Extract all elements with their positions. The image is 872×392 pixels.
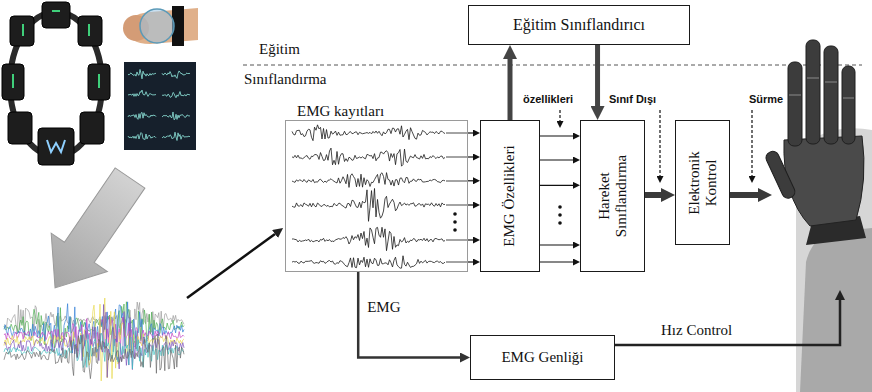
speed-control-line xyxy=(615,300,840,345)
signal-label: Sürme xyxy=(748,93,784,106)
connector-arrow xyxy=(508,59,513,120)
node-text: Hareket Sınıflandırma xyxy=(595,146,630,246)
panel-trace xyxy=(128,69,156,78)
emg-record-traces xyxy=(292,125,468,268)
channel-arrows xyxy=(468,133,473,262)
connector-arrow xyxy=(540,185,573,186)
feature-box: EMG Özellikleri xyxy=(480,120,540,272)
emg-trace xyxy=(292,125,468,141)
emg-trace xyxy=(292,173,468,188)
signal-label: özellikleri xyxy=(522,93,574,106)
phase-label: Eğitim xyxy=(258,41,301,58)
connector-arrow xyxy=(645,192,661,198)
panel-trace xyxy=(162,71,190,78)
drive-arrow xyxy=(730,192,758,198)
connector-arrow xyxy=(595,45,600,106)
feature-arrows xyxy=(540,136,573,262)
signal-panel xyxy=(124,62,196,150)
connector-arrow xyxy=(468,180,473,181)
emg-trace xyxy=(292,227,468,250)
flow-arrow xyxy=(27,159,158,307)
phase-separator xyxy=(243,65,862,66)
node-text: Elektronik Kontrol xyxy=(685,143,720,223)
panel-trace xyxy=(128,133,156,140)
panel-trace xyxy=(162,132,190,140)
phase-label: Sınıflandırma xyxy=(243,71,328,88)
mixed-trace xyxy=(4,298,184,381)
signal-label: Sınıf Dışı xyxy=(608,93,657,106)
input-arrow xyxy=(187,234,275,298)
arm-illustration xyxy=(123,6,198,46)
records-frame xyxy=(285,120,468,272)
panel-trace xyxy=(162,112,190,120)
node-text: EMG Özellikleri xyxy=(501,126,518,266)
connector-arrow xyxy=(358,272,460,358)
emg-trace xyxy=(292,256,468,268)
mixed-trace xyxy=(4,334,184,379)
panel-trace xyxy=(162,92,190,98)
amplitude-box: EMG Genliği xyxy=(470,335,615,380)
panel-trace xyxy=(128,90,156,96)
control-box: Elektronik Kontrol xyxy=(675,120,730,245)
emg-records-panel: EMG kayıtları xyxy=(285,103,468,272)
panel-traces xyxy=(128,69,190,140)
armband-illustration xyxy=(2,2,110,165)
classification-box: Hareket Sınıflandırma xyxy=(580,120,645,272)
node-text: EMG kayıtları xyxy=(297,103,384,120)
classifier-training-box: Eğitim Sınıflandırıcı xyxy=(468,5,690,45)
panel-trace xyxy=(128,112,156,119)
speed-label: Hız Control xyxy=(660,322,733,339)
mixed-emg-signals xyxy=(4,298,184,381)
emg-trace xyxy=(292,188,468,221)
emg-trace xyxy=(292,148,468,166)
node-text: Eğitim Sınıflandırıcı xyxy=(513,16,645,34)
node-text: EMG Genliği xyxy=(501,349,583,366)
signal-label: EMG xyxy=(366,299,401,316)
